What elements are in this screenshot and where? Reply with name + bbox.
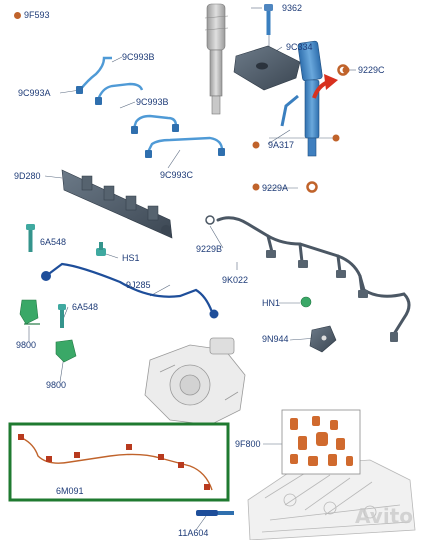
blue-fuel-injector — [280, 40, 323, 157]
fuel-injector-icon — [204, 3, 229, 115]
label-9j285: 9J285 — [126, 280, 151, 290]
bolt-6a548-bottom — [58, 304, 66, 328]
orange-washers — [252, 64, 350, 193]
harness-6m091-panel — [8, 422, 230, 502]
sensor-9800-bottom — [55, 339, 77, 363]
fuel-pump-icon — [144, 337, 246, 426]
orange-dot-icon — [14, 12, 21, 20]
label-9f800: 9F800 — [235, 439, 261, 449]
watermark: Avito — [355, 504, 413, 528]
label-9n944: 9N944 — [262, 334, 289, 344]
label-9c993b-top: 9C993B — [122, 52, 155, 62]
label-9229c: 9229C — [358, 65, 385, 75]
label-9362: 9362 — [282, 3, 303, 13]
red-arrow-icon — [312, 74, 338, 99]
bracket-9n944 — [309, 325, 337, 353]
engine-block-icon — [247, 459, 416, 540]
label-9800-bottom: 9800 — [46, 380, 67, 390]
label-6a548-bottom: 6A548 — [72, 302, 99, 312]
label-9a317: 9A317 — [268, 140, 295, 150]
label-9229a: 9229A — [262, 183, 289, 193]
injector-clamp — [233, 45, 301, 91]
label-11a604: 11A604 — [178, 528, 209, 538]
label-9c993c: 9C993C — [160, 170, 194, 180]
harness-connectors — [205, 215, 398, 342]
fuel-lines — [79, 56, 224, 153]
label-9d280: 9D280 — [14, 171, 41, 181]
bolt-hs1 — [96, 242, 106, 256]
label-hn1: HN1 — [262, 298, 281, 308]
label-6m091: 6M091 — [56, 486, 84, 496]
sensor-11a604 — [196, 510, 234, 516]
label-9k022: 9K022 — [222, 275, 249, 285]
fuel-rail-icon — [61, 169, 173, 239]
label-9c993a: 9C993A — [18, 88, 51, 98]
fuel-line-nuts — [76, 86, 225, 158]
bolt-icon — [264, 4, 273, 35]
label-9c334: 9C334 — [286, 42, 313, 52]
injector-harness — [216, 216, 411, 336]
nut-hn1 — [300, 296, 312, 308]
sensor-9800-top — [19, 299, 40, 325]
label-9800-top: 9800 — [16, 340, 37, 350]
return-line — [41, 262, 219, 319]
label-hs1: HS1 — [122, 253, 140, 263]
legend-label: 9F593 — [24, 10, 50, 20]
label-6a548-top: 6A548 — [40, 237, 67, 247]
legend: 9F593 — [14, 10, 50, 20]
bolt-6a548-top — [26, 224, 35, 252]
label-9229b: 9229B — [196, 244, 223, 254]
label-9c993b-mid: 9C993B — [136, 97, 169, 107]
seal-kit-box — [281, 409, 361, 475]
